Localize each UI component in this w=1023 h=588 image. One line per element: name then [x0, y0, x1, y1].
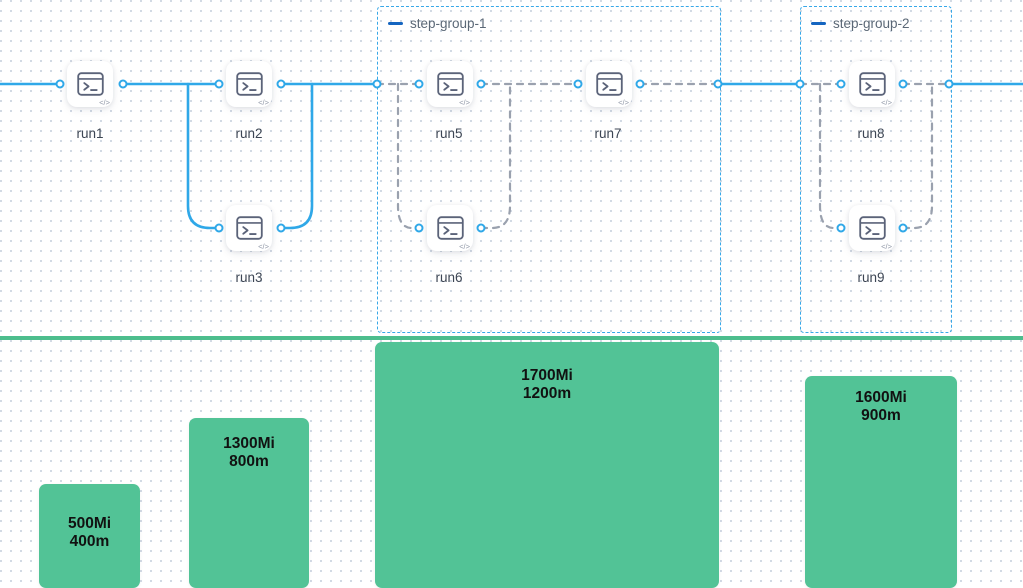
terminal-icon	[436, 72, 464, 96]
port[interactable]	[214, 223, 224, 233]
port[interactable]	[276, 223, 286, 233]
edge-run1-run3	[186, 82, 221, 230]
port[interactable]	[276, 79, 286, 89]
resource-bar-2[interactable]: 1300Mi 800m	[189, 418, 309, 588]
node-run2[interactable]: </>	[226, 61, 272, 107]
terminal-icon	[858, 72, 886, 96]
resource-bar-2-label: 1300Mi 800m	[223, 435, 275, 471]
port[interactable]	[836, 79, 846, 89]
node-run5[interactable]: </>	[427, 61, 473, 107]
port[interactable]	[898, 223, 908, 233]
node-run1-label: run1	[76, 126, 104, 141]
port[interactable]	[372, 79, 382, 89]
edge-run3-merge	[279, 82, 314, 230]
node-run7-label: run7	[594, 126, 622, 141]
node-run8[interactable]: </>	[849, 61, 895, 107]
port[interactable]	[55, 79, 65, 89]
code-badge-icon: </>	[99, 97, 110, 107]
step-group-1-label[interactable]: step-group-1	[388, 16, 487, 31]
port[interactable]	[414, 79, 424, 89]
port[interactable]	[414, 223, 424, 233]
port[interactable]	[898, 79, 908, 89]
port[interactable]	[476, 79, 486, 89]
port[interactable]	[713, 79, 723, 89]
port[interactable]	[476, 223, 486, 233]
node-run1[interactable]: </>	[67, 61, 113, 107]
code-badge-icon: </>	[258, 241, 269, 251]
node-run3[interactable]: </>	[226, 205, 272, 251]
node-run3-label: run3	[235, 270, 263, 285]
step-group-1-label-text: step-group-1	[410, 16, 487, 31]
port[interactable]	[573, 79, 583, 89]
node-run8-label: run8	[857, 126, 885, 141]
node-run6-label: run6	[435, 270, 463, 285]
code-badge-icon: </>	[258, 97, 269, 107]
code-badge-icon: </>	[881, 97, 892, 107]
node-run9[interactable]: </>	[849, 205, 895, 251]
port[interactable]	[836, 223, 846, 233]
port[interactable]	[635, 79, 645, 89]
port[interactable]	[214, 79, 224, 89]
terminal-icon	[235, 216, 263, 240]
terminal-icon	[436, 216, 464, 240]
step-group-2-label[interactable]: step-group-2	[811, 16, 910, 31]
node-run6[interactable]: </>	[427, 205, 473, 251]
resource-bar-1[interactable]: 500Mi 400m	[39, 484, 140, 588]
terminal-icon	[595, 72, 623, 96]
port[interactable]	[118, 79, 128, 89]
step-group-1-frame[interactable]	[377, 6, 721, 333]
minus-icon[interactable]	[811, 22, 826, 25]
terminal-icon	[858, 216, 886, 240]
node-run9-label: run9	[857, 270, 885, 285]
step-group-2-frame[interactable]	[800, 6, 952, 333]
node-run7[interactable]: </>	[586, 61, 632, 107]
node-run5-label: run5	[435, 126, 463, 141]
code-badge-icon: </>	[459, 97, 470, 107]
code-badge-icon: </>	[459, 241, 470, 251]
resource-bar-4[interactable]: 1600Mi 900m	[805, 376, 957, 588]
code-badge-icon: </>	[618, 97, 629, 107]
resource-bar-3-label: 1700Mi 1200m	[521, 367, 573, 403]
code-badge-icon: </>	[881, 241, 892, 251]
step-group-2-label-text: step-group-2	[833, 16, 910, 31]
resource-bar-1-label: 500Mi 400m	[67, 515, 112, 551]
resource-bar-4-label: 1600Mi 900m	[855, 389, 907, 425]
resource-bar-3[interactable]: 1700Mi 1200m	[375, 342, 719, 588]
terminal-icon	[235, 72, 263, 96]
minus-icon[interactable]	[388, 22, 403, 25]
port[interactable]	[944, 79, 954, 89]
node-run2-label: run2	[235, 126, 263, 141]
port[interactable]	[795, 79, 805, 89]
resource-baseline-rule	[0, 336, 1023, 340]
terminal-icon	[76, 72, 104, 96]
